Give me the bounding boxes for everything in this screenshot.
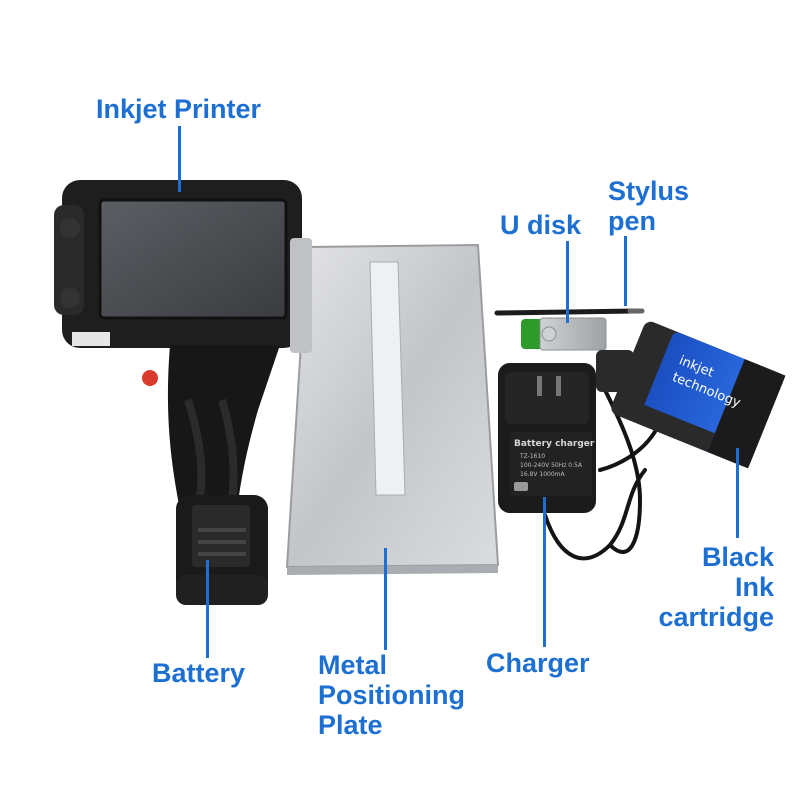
metal-positioning-plate-label: Metal Positioning Plate xyxy=(318,650,465,740)
inkjet-printer-label: Inkjet Printer xyxy=(96,94,262,124)
black-ink-cartridge-label: Black Ink cartridge xyxy=(658,542,774,632)
battery-leader xyxy=(206,560,209,658)
charger-title-text: Battery charger xyxy=(514,439,595,449)
battery-label: Battery xyxy=(152,658,246,688)
u-disk-leader xyxy=(566,241,569,323)
charger-label: Charger xyxy=(486,648,590,678)
charger-leader xyxy=(543,497,546,647)
metal-positioning-plate-leader xyxy=(384,548,387,650)
ink-cartridge-image: inkjet technology xyxy=(596,321,786,469)
inkjet-printer-image xyxy=(54,180,312,520)
inkjet-printer-leader xyxy=(178,126,181,192)
u-disk-image xyxy=(521,317,607,351)
stylus-pen-image xyxy=(494,308,645,316)
u-disk-label: U disk xyxy=(500,210,582,240)
stylus-pen-label: Stylus pen xyxy=(608,176,690,236)
black-ink-cartridge-leader xyxy=(736,448,739,538)
charger-image: Battery charger TZ-1610 100-240V 50Hz 0.… xyxy=(498,363,596,513)
charger-output-text: 16.8V 1000mA xyxy=(520,471,565,478)
metal-positioning-plate-image xyxy=(285,243,500,575)
charger-model-text: TZ-1610 xyxy=(519,453,545,460)
stylus-pen-leader xyxy=(624,236,627,306)
battery-image xyxy=(176,495,268,605)
charger-input-text: 100-240V 50Hz 0.5A xyxy=(520,462,583,469)
